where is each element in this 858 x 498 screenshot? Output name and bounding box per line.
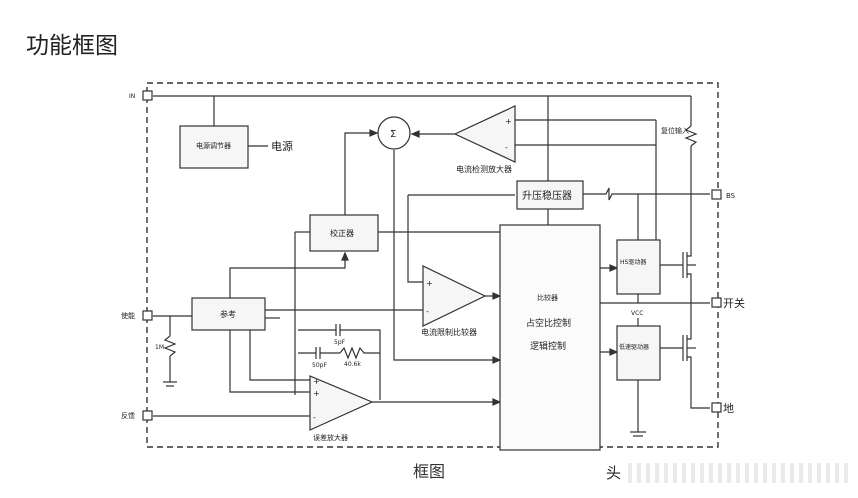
watermark-text: 头: [606, 464, 622, 482]
page-title: 功能框图: [26, 33, 118, 59]
res2-label: 1M: [155, 344, 164, 351]
chip-boundary: [146, 82, 719, 448]
enable-resistor: [163, 335, 177, 357]
ls-driver-label: 低速驱动器: [619, 343, 649, 351]
hs-driver-box: [616, 239, 661, 295]
regulator-label: 电源调节器: [196, 141, 231, 150]
pin-vin: [142, 90, 153, 101]
logic-control-label: 逻辑控制: [530, 340, 566, 352]
current-sense-amp-label: 电流检测放大器: [456, 164, 512, 174]
svg-text:+: +: [426, 279, 433, 288]
logic-box: [499, 224, 601, 451]
pin-feedback: [142, 410, 153, 421]
diagram-caption: 框图: [413, 462, 446, 481]
pin-enable-label: 使能: [121, 311, 135, 320]
pin-switch: [711, 297, 722, 308]
pin-ground: [711, 402, 722, 413]
reset-input-label: 复位输入: [661, 126, 689, 135]
corrector-label: 校正器: [330, 228, 354, 238]
pin-ground-label: 地: [723, 402, 734, 415]
cap2-label: 50pF: [312, 362, 327, 369]
error-amp-label: 误差放大器: [313, 433, 348, 442]
svg-text:+: +: [313, 377, 320, 386]
current-sense-amp: [453, 105, 516, 163]
pin-enable: [142, 310, 153, 321]
cap1-label: 5pF: [334, 339, 346, 346]
pin-switch-label: 开关: [723, 296, 745, 310]
duty-control-label: 占空比控制: [526, 317, 571, 329]
boost-regulator-box: [516, 180, 584, 210]
boost-regulator-label: 升压稳压器: [522, 189, 572, 202]
pin-vin-label: IN: [129, 93, 135, 100]
hs-driver-label: HS驱动器: [620, 259, 646, 266]
svg-text:+: +: [505, 117, 512, 126]
svg-text:-: -: [505, 143, 508, 152]
ls-driver-box: [616, 325, 661, 381]
res1-label: 40.6k: [344, 361, 361, 368]
sum-label: Σ: [390, 129, 396, 140]
regulator-box: [179, 125, 249, 169]
vcc-label: VCC: [631, 310, 643, 317]
pin-feedback-label: 反馈: [121, 411, 135, 420]
current-limit-comparator-label: 电流限制比较器: [421, 327, 477, 337]
reference-box: [191, 297, 266, 331]
sum-node: [377, 116, 411, 150]
reset-resistor: [684, 125, 698, 147]
pin-bs-label: BS: [726, 192, 736, 200]
svg-text:+: +: [313, 389, 320, 398]
comparator-label: 比较器: [537, 293, 558, 302]
current-limit-comparator: [422, 265, 487, 327]
pin-bs: [711, 189, 722, 200]
svg-text:-: -: [313, 413, 316, 422]
corrector-box: [309, 214, 379, 252]
reference-label: 参考: [220, 309, 236, 319]
power-label: 电源: [271, 139, 293, 153]
svg-text:-: -: [426, 307, 429, 316]
error-amplifier: [309, 375, 374, 431]
watermark-bars: [628, 463, 848, 483]
